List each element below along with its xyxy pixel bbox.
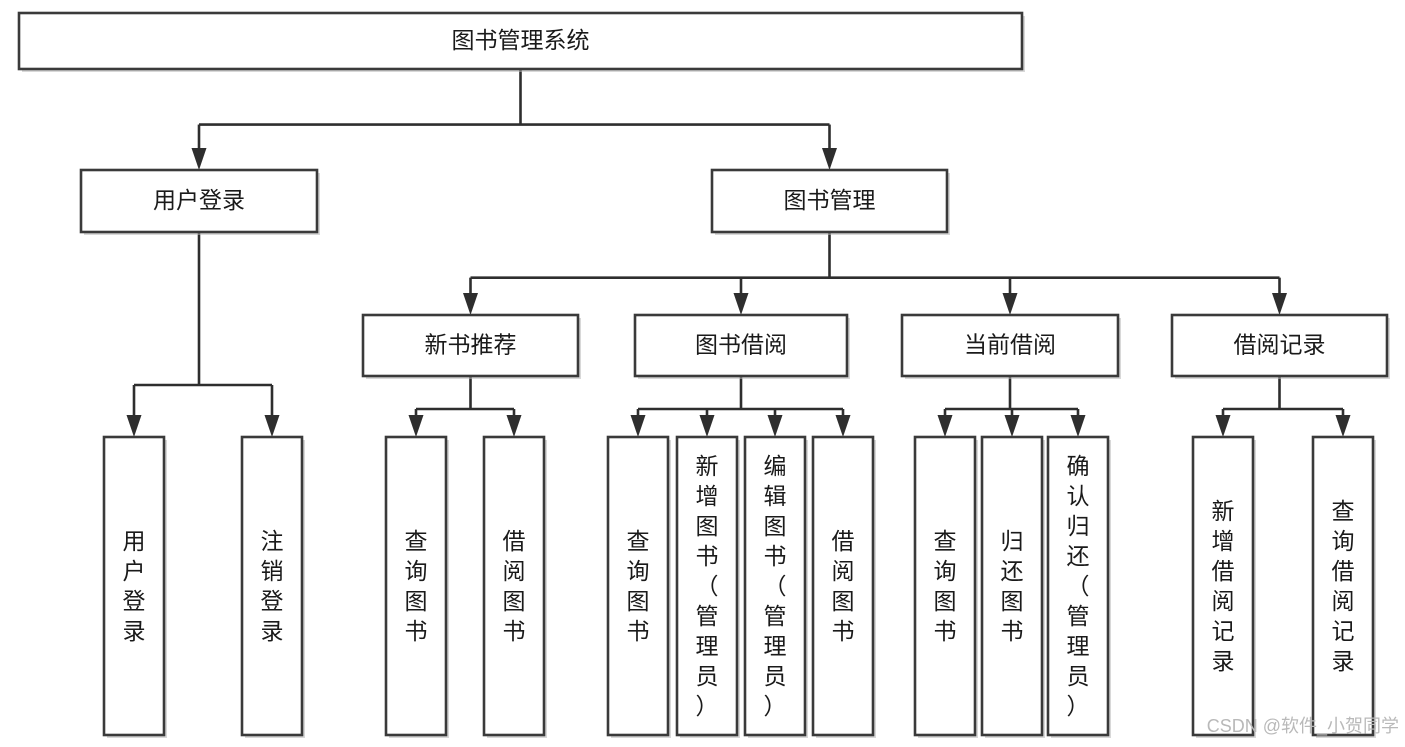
edge-group-user-login [126,232,280,437]
node-label: 注销登录 [261,528,284,644]
node-label: 确认归还（管理员） [1067,453,1090,719]
node-leaf-borrow-book-1[interactable]: 借阅图书 [482,435,547,738]
edge-arrowhead [1335,415,1351,437]
node-box[interactable] [1046,435,1110,737]
edge-arrowhead [1215,415,1231,437]
node-box[interactable] [913,435,977,737]
node-label: 借阅图书 [503,528,526,644]
edge-arrowhead [630,415,646,437]
node-label: 借阅图书 [832,528,855,644]
node-box[interactable] [710,168,949,234]
node-leaf-add-record[interactable]: 新增借阅记录 [1191,435,1256,738]
edge-group-borrow-record [1215,376,1351,437]
node-leaf-query-record[interactable]: 查询借阅记录 [1311,435,1376,738]
node-label: 新增借阅记录 [1212,498,1235,674]
edge-arrowhead [1272,293,1287,315]
node-box[interactable] [361,313,580,378]
node-label: 查询图书 [405,528,428,644]
edge-arrowhead [463,293,478,315]
edge-group-current-borrow [937,376,1086,437]
node-leaf-borrow-book-2[interactable]: 借阅图书 [811,435,876,738]
edge-arrowhead [506,415,522,437]
node-leaf-user-login[interactable]: 用户登录 [102,435,167,738]
node-leaf-add-book[interactable]: 新增图书（管理员） [675,435,740,738]
node-box[interactable] [384,435,448,737]
edge-arrowhead [408,415,424,437]
node-box[interactable] [1170,313,1389,378]
edge-arrowhead [191,148,207,170]
node-label: 用户登录 [153,187,245,213]
node-book-manage[interactable]: 图书管理 [710,168,950,235]
node-box[interactable] [633,313,849,378]
edge-group-root [191,69,837,170]
edge-group-book-borrow [630,376,851,437]
node-leaf-logout[interactable]: 注销登录 [240,435,305,738]
node-box[interactable] [900,313,1120,378]
node-leaf-query-book-3[interactable]: 查询图书 [913,435,978,738]
edge-arrowhead [264,415,280,437]
node-label: 查询图书 [934,528,957,644]
node-label: 编辑图书（管理员） [764,453,787,719]
edge-arrowhead [1002,293,1018,315]
edge-arrowhead [937,415,953,437]
node-box[interactable] [102,435,166,737]
node-label: 用户登录 [123,528,146,644]
node-box[interactable] [17,11,1024,71]
node-label: 归还图书 [1001,528,1024,644]
edge-arrowhead [699,415,715,437]
node-label: 查询图书 [627,528,650,644]
edge-arrowhead [733,293,749,315]
node-leaf-edit-book[interactable]: 编辑图书（管理员） [743,435,808,738]
node-root[interactable]: 图书管理系统 [17,11,1025,72]
edge-arrowhead [126,415,142,437]
edge-arrowhead [822,148,837,170]
edge-group-new-book-recommend [408,376,522,437]
node-box[interactable] [1191,435,1255,737]
edge-arrowhead [767,415,783,437]
node-current-borrow[interactable]: 当前借阅 [900,313,1121,379]
node-label: 查询借阅记录 [1332,498,1355,674]
edge-arrowhead [835,415,851,437]
edge-group-book-manage [463,232,1287,315]
node-borrow-record[interactable]: 借阅记录 [1170,313,1390,379]
edges-layer [126,69,1351,437]
node-label: 借阅记录 [1234,332,1326,358]
node-box[interactable] [675,435,739,737]
node-label: 新书推荐 [425,332,517,358]
node-label: 图书管理系统 [452,27,590,53]
node-box[interactable] [606,435,670,737]
node-leaf-confirm-return[interactable]: 确认归还（管理员） [1046,435,1111,738]
edge-arrowhead [1004,415,1020,437]
node-box[interactable] [1311,435,1375,737]
node-label: 图书管理 [784,187,876,213]
watermark-label: CSDN @软件_小贺同学 [1207,716,1399,737]
node-book-borrow[interactable]: 图书借阅 [633,313,850,379]
nodes-layer: 图书管理系统用户登录图书管理新书推荐图书借阅当前借阅借阅记录用户登录注销登录查询… [17,11,1390,738]
node-box[interactable] [482,435,546,737]
node-box[interactable] [811,435,875,737]
node-new-book-recommend[interactable]: 新书推荐 [361,313,581,379]
node-box[interactable] [743,435,807,737]
node-label: 当前借阅 [964,332,1056,358]
node-leaf-query-book-1[interactable]: 查询图书 [384,435,449,738]
node-box[interactable] [980,435,1044,737]
edge-arrowhead [1070,415,1086,437]
node-leaf-return-book[interactable]: 归还图书 [980,435,1045,738]
node-user-login[interactable]: 用户登录 [79,168,320,235]
node-label: 新增图书（管理员） [696,453,719,719]
node-label: 图书借阅 [695,332,787,358]
node-leaf-query-book-2[interactable]: 查询图书 [606,435,671,738]
node-box[interactable] [240,435,304,737]
node-box[interactable] [79,168,319,234]
